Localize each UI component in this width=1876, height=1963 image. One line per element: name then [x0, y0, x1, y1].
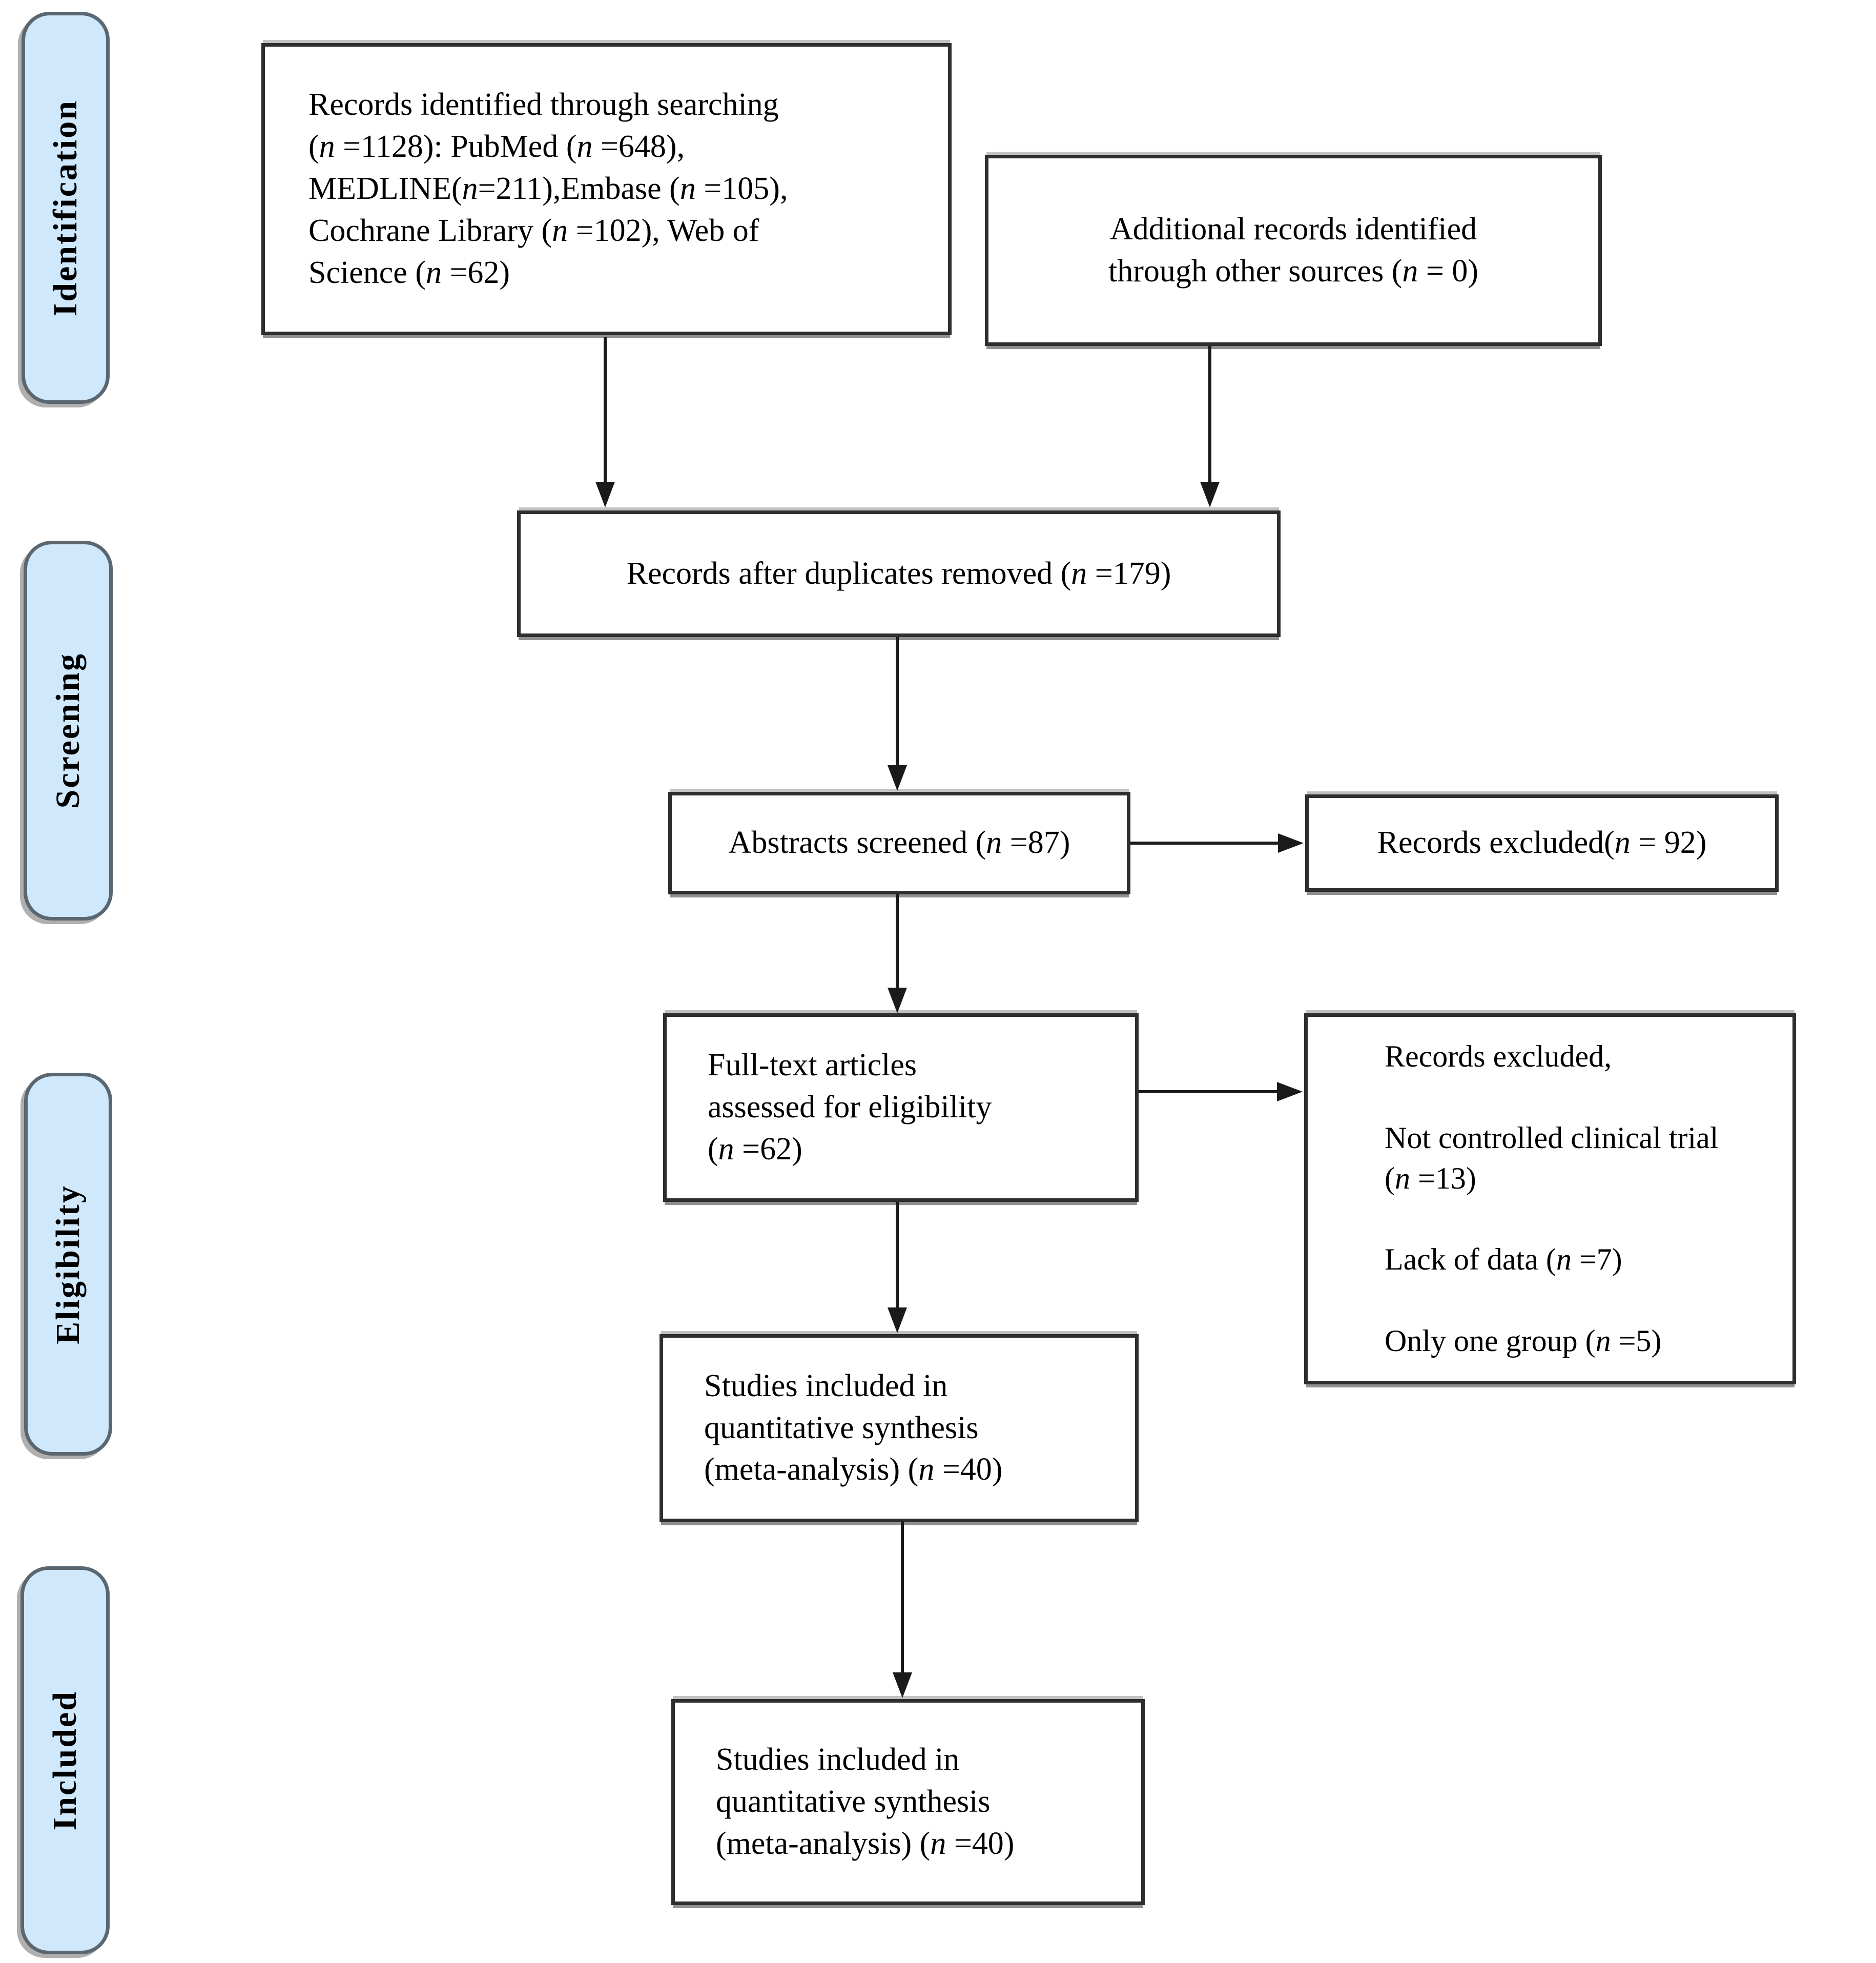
arrow-head-screened-to-excluded [1278, 833, 1304, 853]
box-records-excluded-fulltext-text: Records excluded,Not controlled clinical… [1385, 1039, 1719, 1358]
box-duplicates-removed: Records after duplicates removed (n =179… [517, 510, 1281, 637]
stage-label-eligibility: Eligibility [24, 1073, 112, 1456]
box-abstracts-screened-text: Abstracts screened (n =87) [728, 825, 1070, 861]
arrow-head-duplicates-to-screened [888, 765, 907, 791]
arrow-head-quantitative-to-final [893, 1672, 912, 1698]
arrow-line-screened-to-excluded [1130, 842, 1279, 845]
stage-label-identification: Identification [22, 12, 110, 404]
arrow-head-identified-to-duplicates [595, 482, 615, 507]
arrow-line-duplicates-to-screened [896, 637, 899, 766]
box-duplicates-removed-text: Records after duplicates removed (n =179… [626, 556, 1171, 591]
stage-label-eligibility-text: Eligibility [49, 1184, 87, 1344]
stage-label-screening-text: Screening [49, 652, 87, 809]
arrow-head-screened-to-fulltext [888, 988, 907, 1013]
stage-label-screening: Screening [24, 541, 113, 921]
box-abstracts-screened: Abstracts screened (n =87) [668, 792, 1130, 894]
arrow-line-fulltext-to-excluded [1139, 1090, 1278, 1093]
box-records-identified: Records identified through searching(n =… [261, 43, 952, 335]
arrow-line-quantitative-to-final [901, 1522, 904, 1674]
box-records-identified-text: Records identified through searching(n =… [308, 87, 788, 290]
arrow-head-fulltext-to-excluded [1277, 1082, 1303, 1101]
stage-label-included: Included [20, 1566, 110, 1954]
arrow-head-fulltext-to-quantitative [888, 1307, 907, 1333]
arrow-head-additional-to-duplicates [1200, 482, 1220, 507]
arrow-line-identified-to-duplicates [604, 337, 607, 484]
box-records-excluded-fulltext: Records excluded,Not controlled clinical… [1304, 1013, 1796, 1384]
arrow-line-additional-to-duplicates [1208, 346, 1211, 483]
box-records-excluded-screening-text: Records excluded(n = 92) [1377, 825, 1707, 861]
stage-label-included-text: Included [46, 1690, 84, 1831]
arrow-line-screened-to-fulltext [896, 894, 899, 989]
box-records-excluded-screening: Records excluded(n = 92) [1305, 794, 1779, 892]
stage-label-identification-text: Identification [47, 99, 84, 317]
arrow-line-fulltext-to-quantitative [896, 1202, 899, 1310]
